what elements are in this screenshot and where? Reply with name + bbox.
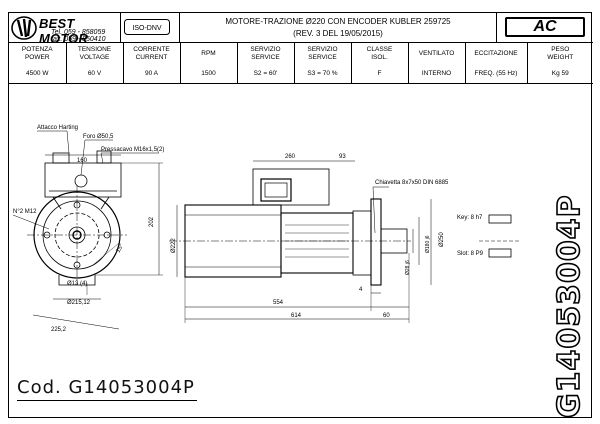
label-foro: Foro Ø50,5 bbox=[83, 134, 114, 140]
ac-badge: AC bbox=[505, 17, 585, 37]
drawing-sheet: BEST MOTOR Tel. 059 - 858059 fax. 059 - … bbox=[8, 12, 593, 418]
dim-614: 614 bbox=[291, 313, 302, 319]
dim-4: 4 bbox=[359, 287, 363, 293]
dim-d222: Ø222 bbox=[171, 238, 177, 253]
logo-block: BEST MOTOR Tel. 059 - 858059 fax. 059 - … bbox=[9, 13, 121, 46]
title-block: MOTORE-TRAZIONE Ø220 CON ENCODER KUBLER … bbox=[179, 13, 497, 43]
dim-d2252: 225,2 bbox=[51, 327, 67, 333]
front-view bbox=[12, 130, 163, 330]
spec-value-row: 4500 W 60 V 90 A 1500 S2 = 60' S3 = 70 %… bbox=[9, 65, 593, 84]
dim-d28: Ø28 j6 bbox=[405, 260, 411, 275]
label-attacco: Attacco Harting bbox=[37, 125, 78, 131]
side-product-code: G14053004P bbox=[551, 194, 588, 419]
dim-d21512: Ø215,12 bbox=[67, 300, 91, 306]
brand-fax: fax. 059 - 850410 bbox=[51, 36, 106, 43]
iso-certification-icon: ISO-DNV bbox=[124, 19, 170, 35]
title-line-1: MOTORE-TRAZIONE Ø220 CON ENCODER KUBLER … bbox=[225, 17, 451, 26]
brand-contacts: Tel. 059 - 858059 fax. 059 - 850410 bbox=[51, 29, 106, 43]
dim-60: 60 bbox=[383, 313, 390, 319]
label-pressacavo: Pressacavo M16x1,5(2) bbox=[101, 147, 164, 153]
ac-block: AC bbox=[497, 13, 593, 43]
side-view bbox=[169, 160, 432, 323]
dim-260: 260 bbox=[285, 154, 296, 160]
dim-202: 202 bbox=[149, 216, 155, 227]
dim-93: 93 bbox=[339, 154, 346, 160]
product-code-underline bbox=[17, 400, 197, 401]
dim-angle: 15° bbox=[116, 243, 126, 254]
spec-value: Kg 59 bbox=[526, 65, 593, 84]
label-slot: Slot: 8 P9 bbox=[457, 251, 484, 257]
brand-tel: Tel. 059 - 858059 bbox=[51, 29, 106, 36]
iso-cert-text: ISO-DNV bbox=[132, 25, 162, 32]
label-chiavetta: Chiavetta 8x7x50 DIN 6885 bbox=[375, 180, 449, 186]
best-motor-logo-icon bbox=[11, 16, 37, 40]
product-code: Cod. G14053004P bbox=[17, 377, 195, 398]
technical-drawing: Attacco Harting Foro Ø50,5 Pressacavo M1… bbox=[12, 125, 521, 333]
dim-554: 554 bbox=[273, 300, 284, 306]
header: BEST MOTOR Tel. 059 - 858059 fax. 059 - … bbox=[9, 13, 593, 46]
label-key: Key: 8 h7 bbox=[457, 215, 483, 221]
dim-d250: Ø250 bbox=[439, 232, 445, 247]
dim-d13: Ø13 (4) bbox=[67, 281, 87, 287]
dim-d180: Ø180 j6 bbox=[425, 235, 431, 253]
brand-name: BEST MOTOR bbox=[39, 16, 89, 46]
title-line-2: (REV. 3 DEL 19/05/2015) bbox=[293, 29, 383, 38]
key-slot-detail bbox=[479, 214, 521, 258]
label-holes: N°2 M12 bbox=[13, 209, 37, 215]
dim-160: 160 bbox=[77, 158, 88, 164]
